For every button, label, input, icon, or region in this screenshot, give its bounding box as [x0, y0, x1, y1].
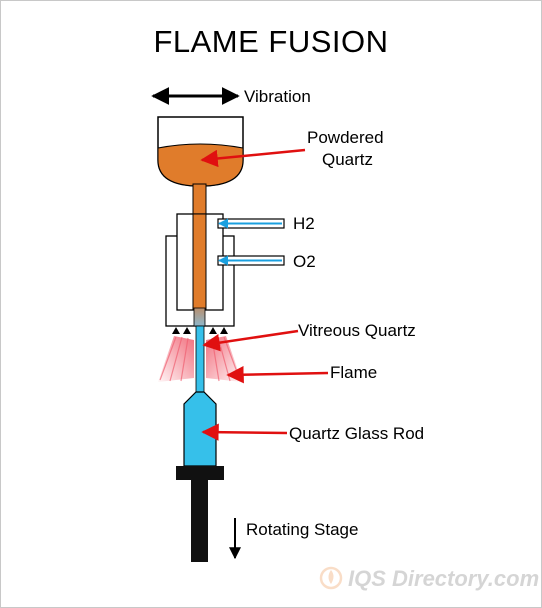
- label-rotating-stage: Rotating Stage: [246, 520, 359, 539]
- label-powdered-quartz-2: Quartz: [322, 150, 374, 169]
- o2-inlet: [217, 255, 285, 266]
- label-o2: O2: [293, 252, 316, 271]
- diagram-title: FLAME FUSION: [153, 24, 389, 59]
- label-vibration: Vibration: [244, 87, 311, 106]
- quartz-glass-rod: [183, 391, 217, 467]
- callout-arrows: [200, 148, 329, 441]
- glass-stem: [195, 325, 205, 397]
- label-h2: H2: [293, 214, 315, 233]
- label-powdered-quartz-1: Powdered: [307, 128, 384, 147]
- watermark-text: IQS Directory.com: [348, 566, 540, 591]
- burner-nozzles: [172, 327, 228, 334]
- h2-inlet: [217, 218, 285, 229]
- hopper: [157, 116, 244, 187]
- watermark: IQS Directory.com: [322, 566, 539, 592]
- watermark-logo-icon: [319, 566, 343, 590]
- label-quartz-glass-rod: Quartz Glass Rod: [289, 424, 425, 443]
- rotating-stage: [176, 466, 241, 562]
- burner-housing: [165, 213, 235, 327]
- label-vitreous-quartz: Vitreous Quartz: [298, 321, 416, 340]
- label-flame: Flame: [330, 363, 378, 382]
